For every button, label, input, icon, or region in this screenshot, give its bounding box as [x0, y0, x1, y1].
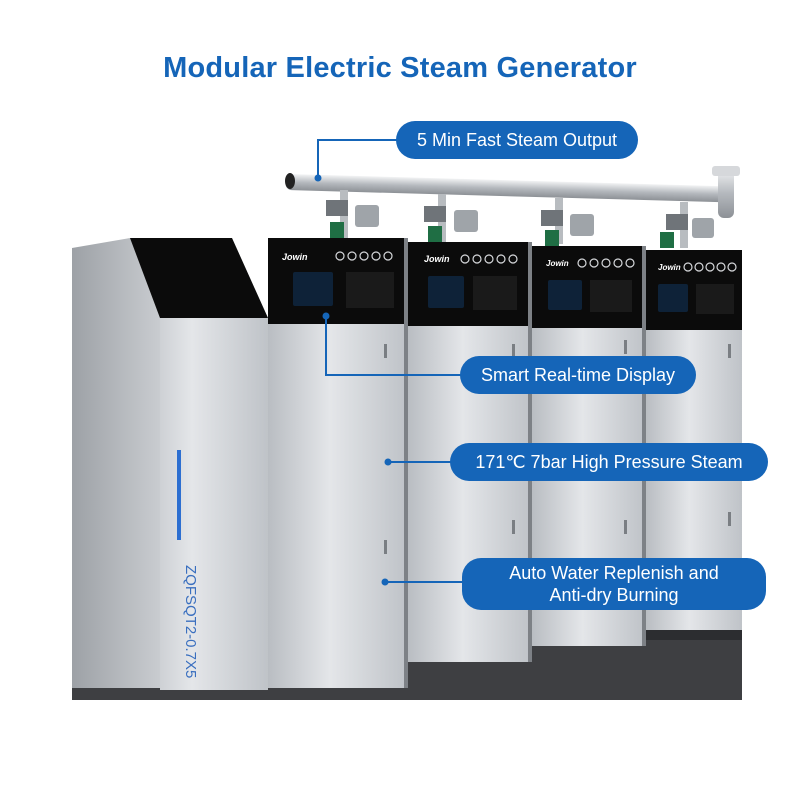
- display-screens: [293, 272, 734, 314]
- callout-dots: [314, 174, 392, 586]
- callout-pressure-text: 171℃ 7bar High Pressure Steam: [475, 452, 743, 472]
- callout-pressure: 171℃ 7bar High Pressure Steam: [450, 443, 768, 481]
- brand-label: Jowin: [658, 263, 681, 272]
- door-handles: [384, 340, 731, 554]
- callout-water-text-1: Auto Water Replenish and: [509, 563, 719, 583]
- page-title: Modular Electric Steam Generator: [163, 52, 637, 84]
- callout-display: Smart Real-time Display: [460, 356, 696, 394]
- steam-pipe: [285, 166, 740, 218]
- model-number: ZQFSQT2-0.7X5: [182, 565, 199, 678]
- control-buttons: [335, 251, 737, 272]
- brand-label: Jowin: [282, 252, 308, 262]
- brand-label: Jowin: [546, 259, 569, 268]
- callout-water: Auto Water Replenish and Anti-dry Burnin…: [462, 558, 766, 610]
- brand-label: Jowin: [424, 254, 450, 264]
- callout-display-text: Smart Real-time Display: [480, 365, 676, 385]
- valve-risers: [326, 190, 714, 248]
- module-1: [268, 238, 408, 688]
- callout-leaders: [317, 139, 464, 583]
- control-cabinet: [72, 238, 268, 690]
- callout-steam-output-text: 5 Min Fast Steam Output: [416, 130, 618, 150]
- callout-water-text-2: Anti-dry Burning: [549, 585, 679, 605]
- callout-steam-output: 5 Min Fast Steam Output: [396, 121, 638, 159]
